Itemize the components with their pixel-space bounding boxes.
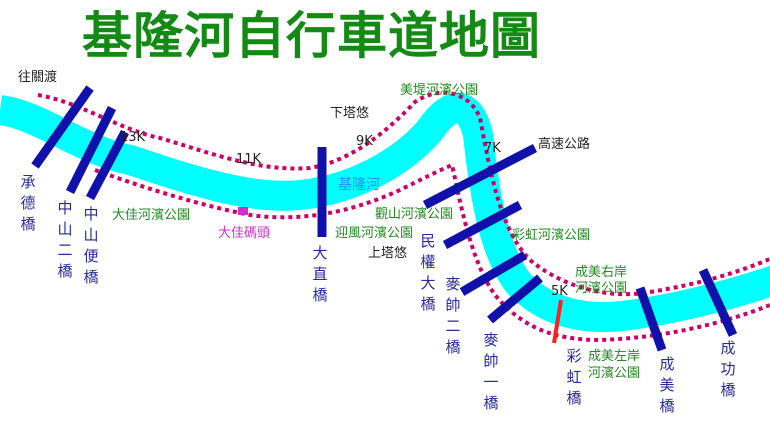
label-bridge-maishuai2: 麥帥二橋: [445, 275, 461, 356]
bridge-chengde: [31, 85, 94, 169]
park-chengmei-right-1: 成美右岸: [575, 265, 628, 280]
label-xiatayou: 下塔悠: [330, 106, 370, 121]
label-bridge-caihong: 彩虹橋: [566, 347, 582, 407]
river-keelung: [0, 93, 770, 332]
park-chengmei-left-2: 河濱公園: [588, 366, 641, 381]
label-bridge-zhongshan2: 中山二橋: [57, 199, 73, 280]
label-bridge-zhongshan-bian: 中山便橋: [83, 205, 99, 286]
label-bridge-chengmei: 成美橋: [659, 355, 675, 415]
bikeway-north-bank: [37, 90, 770, 297]
bridge-chenggong: [698, 268, 738, 337]
label-wangguandu: 往關渡: [18, 70, 58, 85]
park-meidi: 美堤河濱公園: [400, 83, 479, 98]
park-yingfeng: 迎風河濱公園: [335, 226, 414, 241]
pier-dajia-marker: [238, 207, 248, 215]
bridge-chengmei: [635, 286, 667, 352]
bridge-minquan: [442, 201, 523, 249]
label-bridge-chengde: 承德橋: [20, 173, 36, 233]
park-dajia: 大佳河濱公園: [112, 208, 191, 223]
bridge-zhongshan2: [65, 105, 117, 195]
label-bridge-minquan: 民權大橋: [420, 232, 436, 313]
label-highway: 高速公路: [538, 137, 591, 152]
km-5k: 5K: [551, 284, 568, 299]
bridge-highway: [422, 144, 538, 209]
bridge-maishuai2: [459, 251, 528, 296]
label-shangtayou: 上塔悠: [368, 246, 408, 261]
park-chengmei-right-2: 河濱公園: [575, 281, 628, 296]
km-9k: 9K: [356, 134, 373, 149]
park-chengmei-left-1: 成美左岸: [588, 349, 641, 364]
bridge-maishuai1: [487, 274, 543, 324]
label-bridge-chenggong: 成功橋: [720, 339, 736, 399]
bridge-zhongshan-bian: [86, 129, 129, 201]
label-bridge-dazhi: 大直橋: [312, 244, 328, 304]
label-bridge-maishuai1: 麥帥一橋: [483, 331, 499, 412]
park-caihong: 彩虹河濱公園: [512, 228, 591, 243]
label-river: 基隆河: [338, 177, 380, 193]
bikeway-south-bank: [94, 162, 770, 343]
km-7k: 7K: [484, 141, 501, 156]
park-guanshan: 觀山河濱公園: [375, 207, 454, 222]
km-13k: 13K: [120, 130, 146, 145]
bridge-caihong: [552, 299, 563, 344]
label-pier-dajia: 大佳碼頭: [218, 226, 271, 241]
km-11k: 11K: [236, 152, 262, 167]
map-title: 基隆河自行車道地圖: [82, 6, 541, 65]
